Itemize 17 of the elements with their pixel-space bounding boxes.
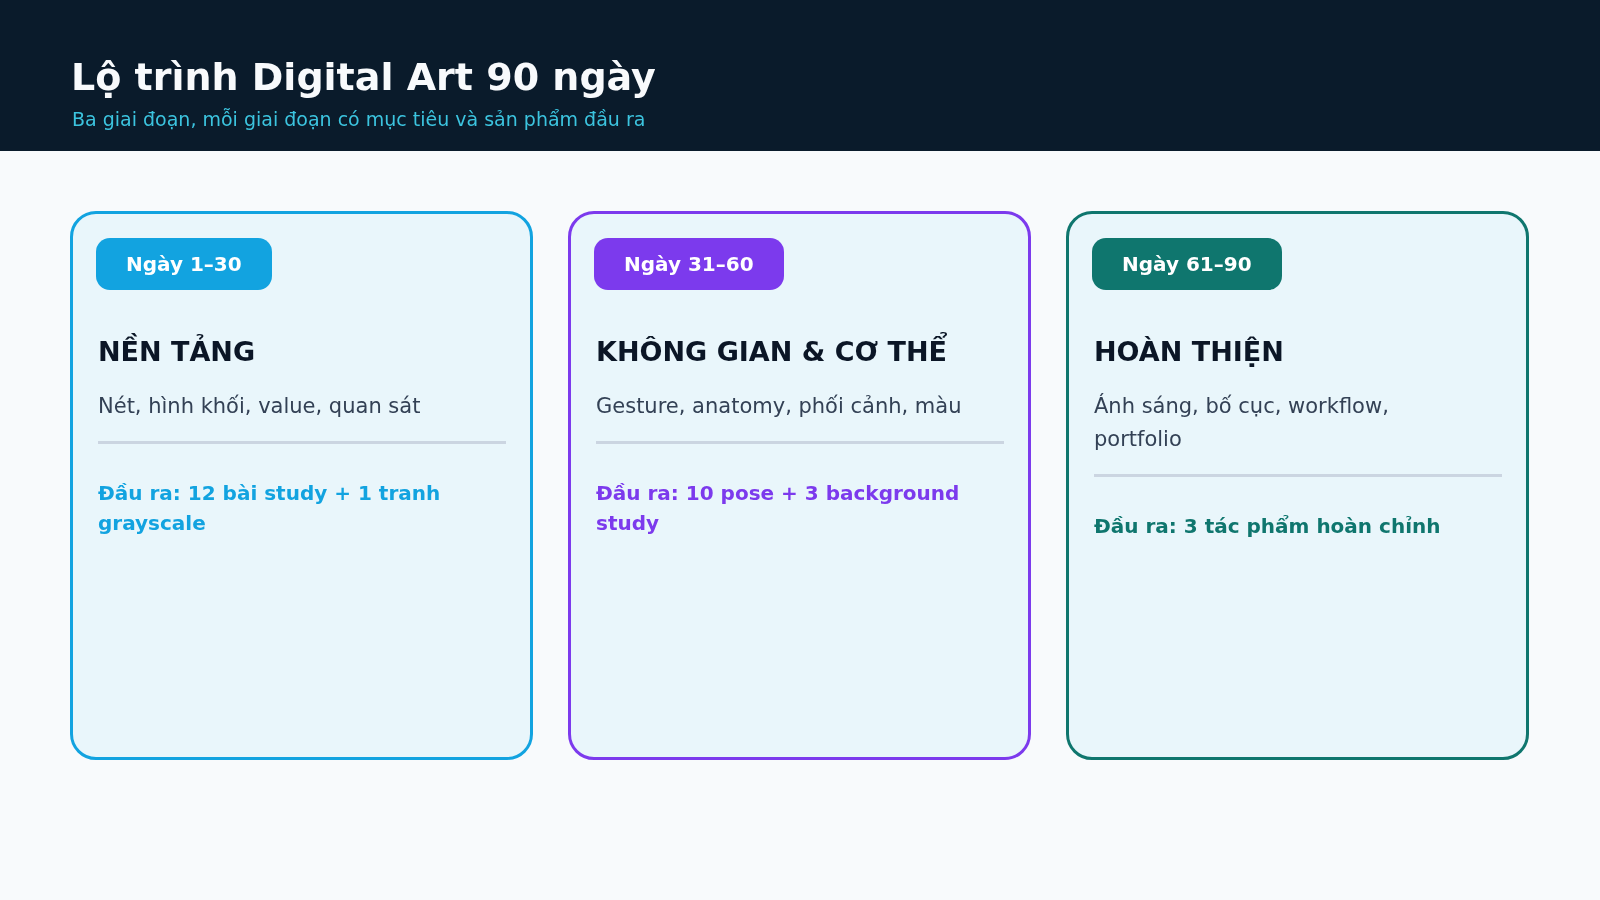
day-range-tag: Ngày 31–60 xyxy=(594,238,784,290)
phase-card xyxy=(568,211,1031,760)
phase-heading: HOÀN THIỆN xyxy=(1094,335,1284,369)
day-range-tag: Ngày 1–30 xyxy=(96,238,272,290)
output-text: Đầu ra: 10 pose + 3 background study xyxy=(596,480,961,537)
phase-heading: KHÔNG GIAN & CƠ THỂ xyxy=(596,334,947,370)
phase-topics: Ánh sáng, bố cục, workflow, portfolio xyxy=(1094,392,1390,453)
output-text: Đầu ra: 12 bài study + 1 tranh grayscale xyxy=(98,480,442,537)
phase-heading: NỀN TẢNG xyxy=(98,334,256,370)
page-subtitle: Ba giai đoạn, mỗi giai đoạn có mục tiêu và sản phẩm đầu ra xyxy=(72,107,646,132)
page-title: Lộ trình Digital Art 90 ngày xyxy=(71,54,656,101)
phase-card xyxy=(70,211,533,760)
phase-topics: Gesture, anatomy, phối cảnh, màu xyxy=(596,393,962,420)
output-text: Đầu ra: 3 tác phẩm hoàn chỉnh xyxy=(1094,513,1441,540)
phase-card xyxy=(1066,211,1529,760)
day-range-tag: Ngày 61–90 xyxy=(1092,238,1282,290)
phase-topics: Nét, hình khối, value, quan sát xyxy=(98,393,421,420)
